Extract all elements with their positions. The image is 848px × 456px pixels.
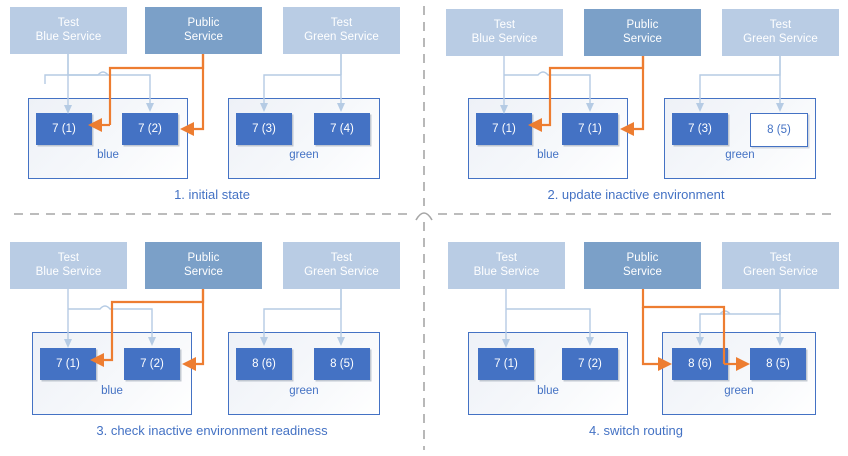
pod-blue-1: 7 (1) [36, 113, 92, 145]
service-label-line2: Green Service [743, 265, 818, 278]
service-label-line2: Service [183, 30, 224, 43]
service-label-line2: Green Service [304, 30, 379, 43]
pod-blue-2: 7 (2) [122, 113, 178, 145]
service-test-green-service: Test Green Service [722, 242, 839, 289]
environment-label: blue [101, 385, 123, 397]
panel-caption: 2. update inactive environment [547, 187, 725, 202]
panel-caption: 1. initial state [174, 187, 250, 202]
pod-blue-2: 7 (2) [562, 348, 618, 380]
service-test-blue-service: Test Blue Service [10, 242, 127, 289]
pod-green-2: 8 (5) [750, 348, 806, 380]
service-label-line1: Test [330, 17, 353, 29]
environment-label: blue [537, 149, 559, 161]
service-label-line1: Test [330, 252, 353, 264]
service-test-blue-service: Test Blue Service [10, 7, 127, 54]
pod-blue-2: 7 (2) [124, 348, 180, 380]
service-label-line2: Blue Service [35, 30, 102, 43]
service-public-service: Public Service [145, 242, 262, 289]
environment-label: green [289, 385, 319, 397]
environment-label: blue [97, 149, 119, 161]
service-test-blue-service: Test Blue Service [448, 242, 565, 289]
service-label-line2: Blue Service [473, 265, 540, 278]
service-label-line1: Test [493, 19, 516, 31]
pod-green-2: 8 (5) [750, 113, 808, 147]
service-test-blue-service: Test Blue Service [446, 9, 563, 56]
service-label-line1: Public [187, 17, 220, 29]
panel-1-initial-state: Test Blue Service Public Service Test Gr… [0, 0, 424, 228]
service-label-line1: Public [626, 252, 659, 264]
environment-label: green [725, 149, 755, 161]
environment-label: green [289, 149, 319, 161]
service-label-line2: Green Service [743, 32, 818, 45]
pod-green-2: 7 (4) [314, 113, 370, 145]
service-public-service: Public Service [584, 242, 701, 289]
service-label-line1: Test [495, 252, 518, 264]
pod-blue-1: 7 (1) [40, 348, 96, 380]
panel-4-switch-routing: Test Blue Service Public Service Test Gr… [424, 228, 848, 456]
service-test-green-service: Test Green Service [722, 9, 839, 56]
service-label-line2: Service [622, 32, 663, 45]
service-label-line1: Test [769, 252, 792, 264]
service-test-green-service: Test Green Service [283, 7, 400, 54]
pod-blue-1: 7 (1) [478, 348, 534, 380]
pod-green-1: 7 (3) [236, 113, 292, 145]
environment-label: green [724, 385, 754, 397]
pod-green-2: 8 (5) [314, 348, 370, 380]
service-label-line2: Blue Service [471, 32, 538, 45]
pod-green-1: 8 (6) [672, 348, 728, 380]
service-label-line1: Public [187, 252, 220, 264]
service-label-line1: Test [57, 252, 80, 264]
panel-caption: 4. switch routing [589, 423, 683, 438]
pod-blue-2: 7 (1) [562, 113, 618, 145]
service-public-service: Public Service [584, 9, 701, 56]
service-label-line2: Service [622, 265, 663, 278]
service-label-line1: Test [57, 17, 80, 29]
pod-blue-1: 7 (1) [476, 113, 532, 145]
environment-label: blue [537, 385, 559, 397]
service-public-service: Public Service [145, 7, 262, 54]
service-label-line1: Public [626, 19, 659, 31]
pod-green-1: 7 (3) [672, 113, 728, 145]
panel-2-update-inactive-environment: Test Blue Service Public Service Test Gr… [424, 0, 848, 228]
service-label-line2: Green Service [304, 265, 379, 278]
service-label-line2: Blue Service [35, 265, 102, 278]
service-label-line2: Service [183, 265, 224, 278]
panel-3-check-inactive-environment-readiness: Test Blue Service Public Service Test Gr… [0, 228, 424, 456]
service-label-line1: Test [769, 19, 792, 31]
service-test-green-service: Test Green Service [283, 242, 400, 289]
pod-green-1: 8 (6) [236, 348, 292, 380]
panel-caption: 3. check inactive environment readiness [96, 423, 328, 438]
